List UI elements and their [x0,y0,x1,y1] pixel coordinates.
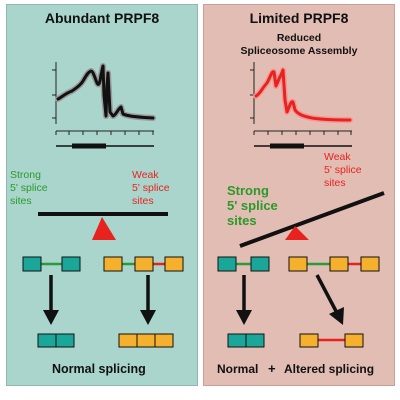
limited-panel [203,4,395,386]
exon-orange [164,256,184,272]
limited-pre-mrna-strong [217,256,270,272]
abundant-pre-mrna-strong [22,256,81,272]
limited-subtitle-line2: Spliceosome Assembly [240,45,358,57]
limited-pre-mrna-weak [288,256,380,272]
balance-beam-tilted [239,191,385,248]
abundant-mrna-strong [37,333,75,348]
arrows [43,274,344,325]
down-arrow-icon [43,310,59,325]
fraction-bar-heavy [72,143,106,149]
limited-profile-plot [250,62,353,149]
limited-mrna-altered [299,333,364,348]
down-arrow-icon [140,310,156,325]
down-arrow-icon [329,307,344,325]
limited-trace [254,68,352,122]
exon-teal [61,256,81,272]
exon-orange [103,256,123,272]
normal-label: Normal [217,362,259,376]
limited-title: Limited PRPF8 [249,10,349,26]
abundant-mrna-weak [118,333,174,348]
exon-orange [134,256,154,272]
abundant-pre-mrna-weak [103,256,184,272]
altered-splicing-label: Altered splicing [284,362,375,376]
abundant-profile-plot [52,62,156,149]
normal-splicing-label: Normal splicing [52,362,146,376]
limited-subtitle-line1: Reduced [276,32,322,44]
limited-mrna-strong [227,333,265,348]
exon-teal [22,256,42,272]
fulcrum [92,217,116,240]
down-arrow-icon [236,310,252,325]
fulcrum [285,226,309,240]
abundant-title: Abundant PRPF8 [44,10,160,26]
abundant-trace [56,64,155,120]
strong-line1: Strong [10,169,41,181]
plus-sign: + [268,361,276,376]
